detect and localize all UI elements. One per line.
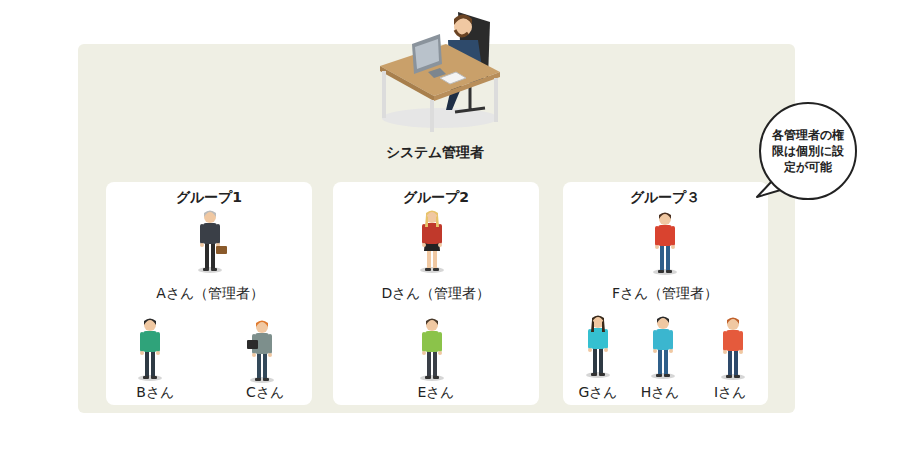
- person-label: Dさん（管理者）: [382, 284, 491, 302]
- text-anchor: グループ３: [630, 188, 700, 206]
- group-box: グループ2Dさん（管理者） Eさん: [333, 182, 539, 405]
- admin-illustration: [380, 12, 500, 132]
- text-anchor: 各管理者の権限は個別に設定が可能: [771, 127, 845, 176]
- text-anchor: Aさん（管理者）: [156, 284, 264, 302]
- person-figure: [651, 317, 675, 380]
- text-anchor: Cさん: [246, 383, 284, 401]
- bubble-circle: [760, 103, 856, 199]
- person-label: Iさん: [714, 383, 746, 401]
- person-label: Gさん: [579, 383, 618, 401]
- speech-bubble: 各管理者の権限は個別に設定が可能: [758, 101, 858, 201]
- person-figure: [653, 213, 677, 276]
- bubble-join: [774, 180, 782, 187]
- group-title: グループ３: [630, 188, 700, 206]
- text-anchor: グループ2: [403, 188, 469, 206]
- person-figure: [138, 319, 162, 382]
- person-figure: [420, 319, 444, 382]
- system-panel: グループ1Aさん（管理者） Bさん Cさん グループ2Dさん（管理者） Eさん グループ３…: [78, 44, 795, 413]
- person-label: Hさん: [641, 383, 680, 401]
- text-anchor: Eさん: [418, 383, 455, 401]
- group-title: グループ2: [403, 188, 469, 206]
- text-anchor: Fさん（管理者）: [612, 284, 718, 302]
- admin-label: システム管理者: [386, 143, 484, 161]
- person-figure: [586, 316, 610, 379]
- text-anchor: Hさん: [641, 383, 680, 401]
- text-anchor: Bさん: [136, 383, 174, 401]
- group-title: グループ1: [176, 188, 242, 206]
- person-label: Aさん（管理者）: [156, 284, 264, 302]
- text-anchor: Dさん（管理者）: [382, 284, 491, 302]
- person-figure: [420, 211, 444, 274]
- person-figure: [247, 321, 274, 384]
- text-anchor: Gさん: [579, 383, 618, 401]
- group-box: グループ1Aさん（管理者） Bさん Cさん: [106, 182, 312, 405]
- person-figure: [721, 318, 745, 381]
- text-anchor: グループ1: [176, 188, 242, 206]
- person-label: Cさん: [246, 383, 284, 401]
- person-label: Fさん（管理者）: [612, 284, 718, 302]
- person-label: Eさん: [418, 383, 455, 401]
- person-label: Bさん: [136, 383, 174, 401]
- person-figure: [198, 211, 227, 274]
- text-anchor: Iさん: [714, 383, 746, 401]
- bubble-text: 各管理者の権限は個別に設定が可能: [771, 127, 845, 176]
- text-anchor: システム管理者: [386, 143, 484, 161]
- group-box: グループ３Fさん（管理者） Gさん Hさん Iさん: [563, 182, 768, 405]
